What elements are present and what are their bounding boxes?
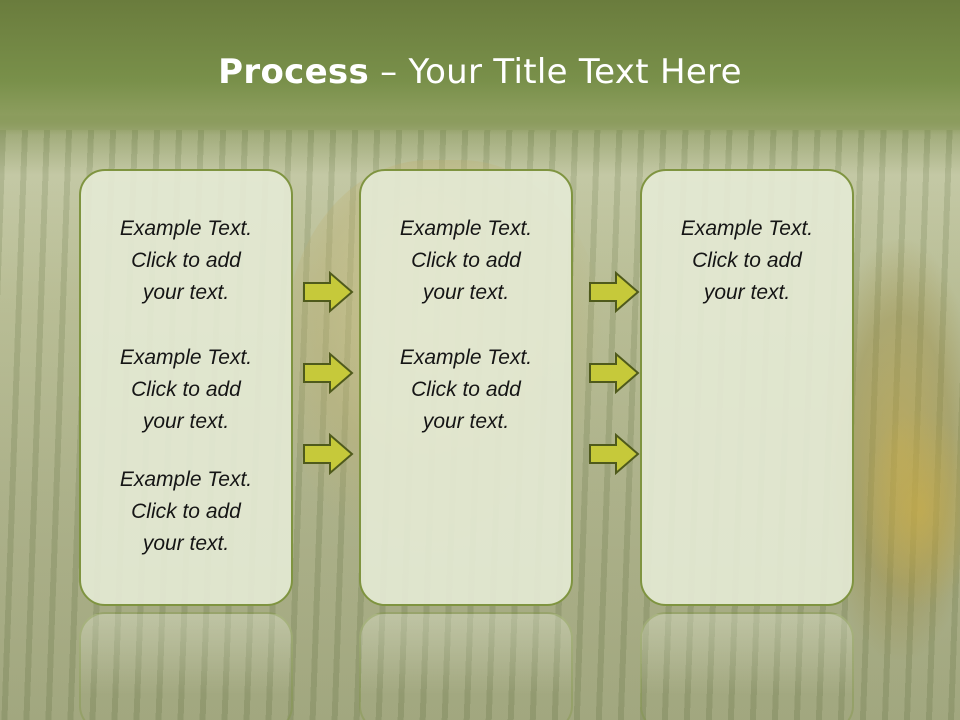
text-block[interactable]: Example Text. Click to add your text. (81, 213, 291, 309)
title-bold: Process (218, 52, 370, 92)
text-block[interactable]: Example Text. Click to add your text. (642, 213, 852, 309)
text-line: your text. (142, 410, 230, 433)
text-line: your text. (422, 281, 510, 304)
process-box-3[interactable]: Example Text. Click to add your text. (640, 169, 854, 606)
title-rest: – Your Title Text Here (369, 52, 742, 92)
text-line: Click to add (692, 249, 802, 272)
text-block[interactable]: Example Text. Click to add your text. (81, 464, 291, 560)
text-line: your text. (142, 532, 230, 555)
title-bar (0, 0, 960, 135)
right-arrow-icon[interactable] (588, 271, 640, 313)
text-line: Example Text. (119, 346, 253, 369)
text-line: your text. (142, 281, 230, 304)
right-arrow-icon[interactable] (588, 433, 640, 475)
right-arrow-icon[interactable] (302, 433, 354, 475)
text-line: your text. (422, 410, 510, 433)
process-box-2[interactable]: Example Text. Click to add your text. Ex… (359, 169, 573, 606)
process-box-1[interactable]: Example Text. Click to add your text. Ex… (79, 169, 293, 606)
text-line: Example Text. (399, 346, 533, 369)
text-line: Example Text. (399, 217, 533, 240)
text-block[interactable]: Example Text. Click to add your text. (81, 342, 291, 438)
text-line: Click to add (131, 500, 241, 523)
text-line: Example Text. (680, 217, 814, 240)
text-block[interactable]: Example Text. Click to add your text. (361, 342, 571, 438)
box-reflection (640, 612, 854, 720)
right-arrow-icon[interactable] (302, 271, 354, 313)
text-line: Click to add (131, 378, 241, 401)
right-arrow-icon[interactable] (302, 352, 354, 394)
box-reflection (359, 612, 573, 720)
text-line: Example Text. (119, 217, 253, 240)
text-line: Example Text. (119, 468, 253, 491)
text-line: Click to add (411, 378, 521, 401)
text-line: Click to add (131, 249, 241, 272)
box-reflection (79, 612, 293, 720)
background-flower (860, 410, 960, 610)
text-line: Click to add (411, 249, 521, 272)
right-arrow-icon[interactable] (588, 352, 640, 394)
slide-title[interactable]: Process – Your Title Text Here (0, 52, 960, 92)
text-line: your text. (703, 281, 791, 304)
text-block[interactable]: Example Text. Click to add your text. (361, 213, 571, 309)
